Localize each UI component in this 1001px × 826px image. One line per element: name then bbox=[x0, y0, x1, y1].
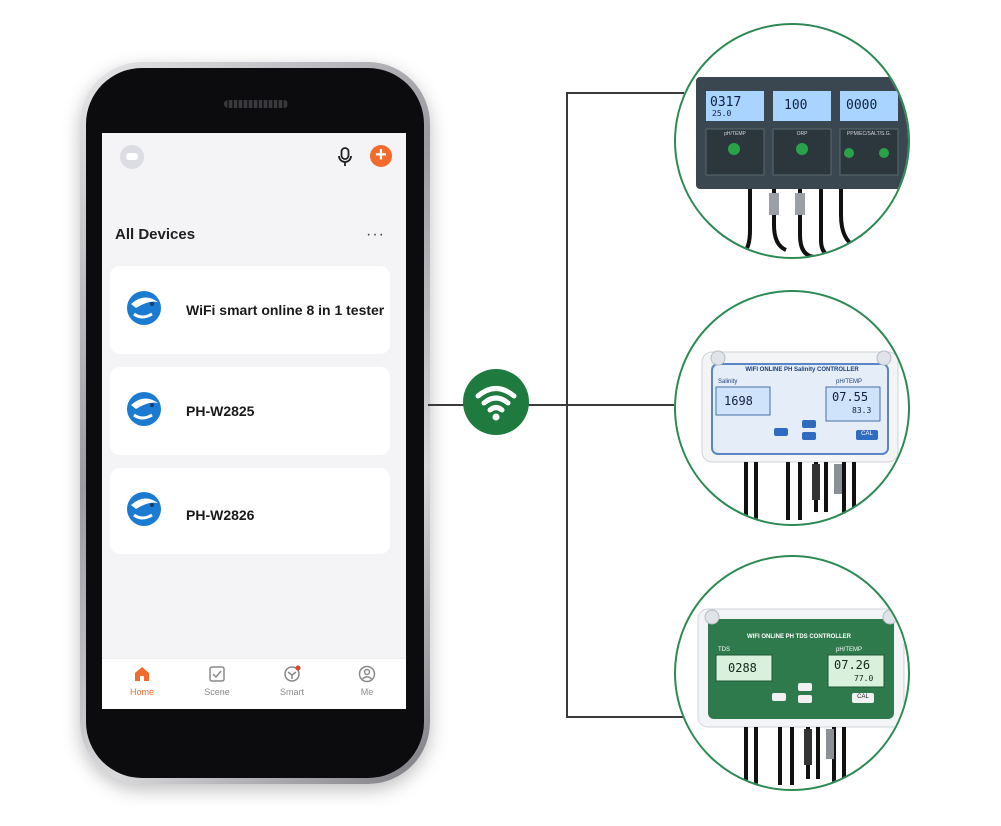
section-title: All Devices bbox=[115, 226, 196, 243]
cal-button: CAL bbox=[861, 431, 873, 437]
tab-scene[interactable]: Scene bbox=[187, 665, 247, 697]
tab-me[interactable]: Me bbox=[337, 665, 397, 697]
temp-reading: 77.0 bbox=[854, 674, 874, 683]
connector-line bbox=[566, 404, 674, 406]
salinity-reading: 1698 bbox=[724, 394, 753, 408]
device-name: WiFi smart online 8 in 1 tester bbox=[186, 302, 385, 318]
multi-meter-device bbox=[696, 77, 908, 257]
screen-reading: 0317 bbox=[710, 95, 742, 110]
module-label: PPM/EC/SALT/S.G. bbox=[846, 131, 892, 137]
brand-logo-icon bbox=[122, 385, 174, 437]
connector-line bbox=[528, 404, 567, 406]
screen-reading: 100 bbox=[784, 98, 808, 113]
microphone-icon[interactable] bbox=[336, 147, 354, 167]
product-circle: WIFI ONLINE PH TDS CONTROLLER TDS pH/TEM… bbox=[674, 555, 910, 791]
phone-speaker bbox=[224, 100, 288, 108]
wifi-icon bbox=[463, 369, 529, 435]
tab-smart[interactable]: Smart bbox=[262, 665, 322, 697]
product-circle: WIFI ONLINE PH Salinity CONTROLLER Salin… bbox=[674, 290, 910, 526]
smart-icon bbox=[284, 665, 301, 682]
more-options-button[interactable]: ··· bbox=[366, 226, 385, 243]
screen-sub-reading: 25.0 bbox=[712, 109, 732, 118]
tab-label: Smart bbox=[279, 687, 304, 697]
ph-tds-controller bbox=[697, 608, 905, 787]
connector-line bbox=[566, 716, 684, 718]
connector-line bbox=[428, 404, 464, 406]
screen-reading: 0000 bbox=[846, 98, 878, 113]
brand-logo-icon bbox=[122, 485, 174, 537]
controller-title: WIFI ONLINE PH Salinity CONTROLLER bbox=[745, 367, 859, 373]
ph-reading: 07.26 bbox=[834, 658, 871, 672]
cal-button: CAL bbox=[857, 694, 869, 700]
product-circle: 0317 25.0 100 0000 pH/TEMP ORP PPM/EC/SA… bbox=[674, 23, 910, 259]
reading-label: pH/TEMP bbox=[836, 647, 863, 653]
tab-label: Me bbox=[360, 687, 374, 697]
reading-label: Salinity bbox=[718, 379, 738, 385]
module-label: ORP bbox=[796, 131, 808, 137]
add-device-button[interactable]: + bbox=[370, 145, 392, 167]
home-avatar-icon[interactable] bbox=[120, 145, 144, 169]
device-name: PH-W2826 bbox=[186, 507, 255, 523]
scene-icon bbox=[209, 666, 225, 682]
tab-home[interactable]: Home bbox=[112, 665, 172, 697]
ph-reading: 07.55 bbox=[832, 390, 869, 404]
tab-label: Scene bbox=[204, 687, 230, 697]
tds-reading: 0288 bbox=[728, 661, 757, 675]
home-icon bbox=[135, 667, 149, 681]
tab-label: Home bbox=[129, 687, 154, 697]
temp-reading: 83.3 bbox=[852, 406, 872, 415]
brand-logo-icon bbox=[122, 284, 174, 336]
reading-label: pH/TEMP bbox=[836, 379, 863, 385]
device-name: PH-W2825 bbox=[186, 403, 255, 419]
reading-label: TDS bbox=[718, 647, 730, 653]
ph-salinity-controller bbox=[701, 350, 899, 522]
bottom-tab-bar bbox=[102, 658, 406, 709]
connector-line bbox=[566, 92, 684, 94]
me-icon bbox=[358, 665, 376, 683]
controller-title: WIFI ONLINE PH TDS CONTROLLER bbox=[747, 634, 851, 640]
module-label: pH/TEMP bbox=[724, 131, 746, 137]
